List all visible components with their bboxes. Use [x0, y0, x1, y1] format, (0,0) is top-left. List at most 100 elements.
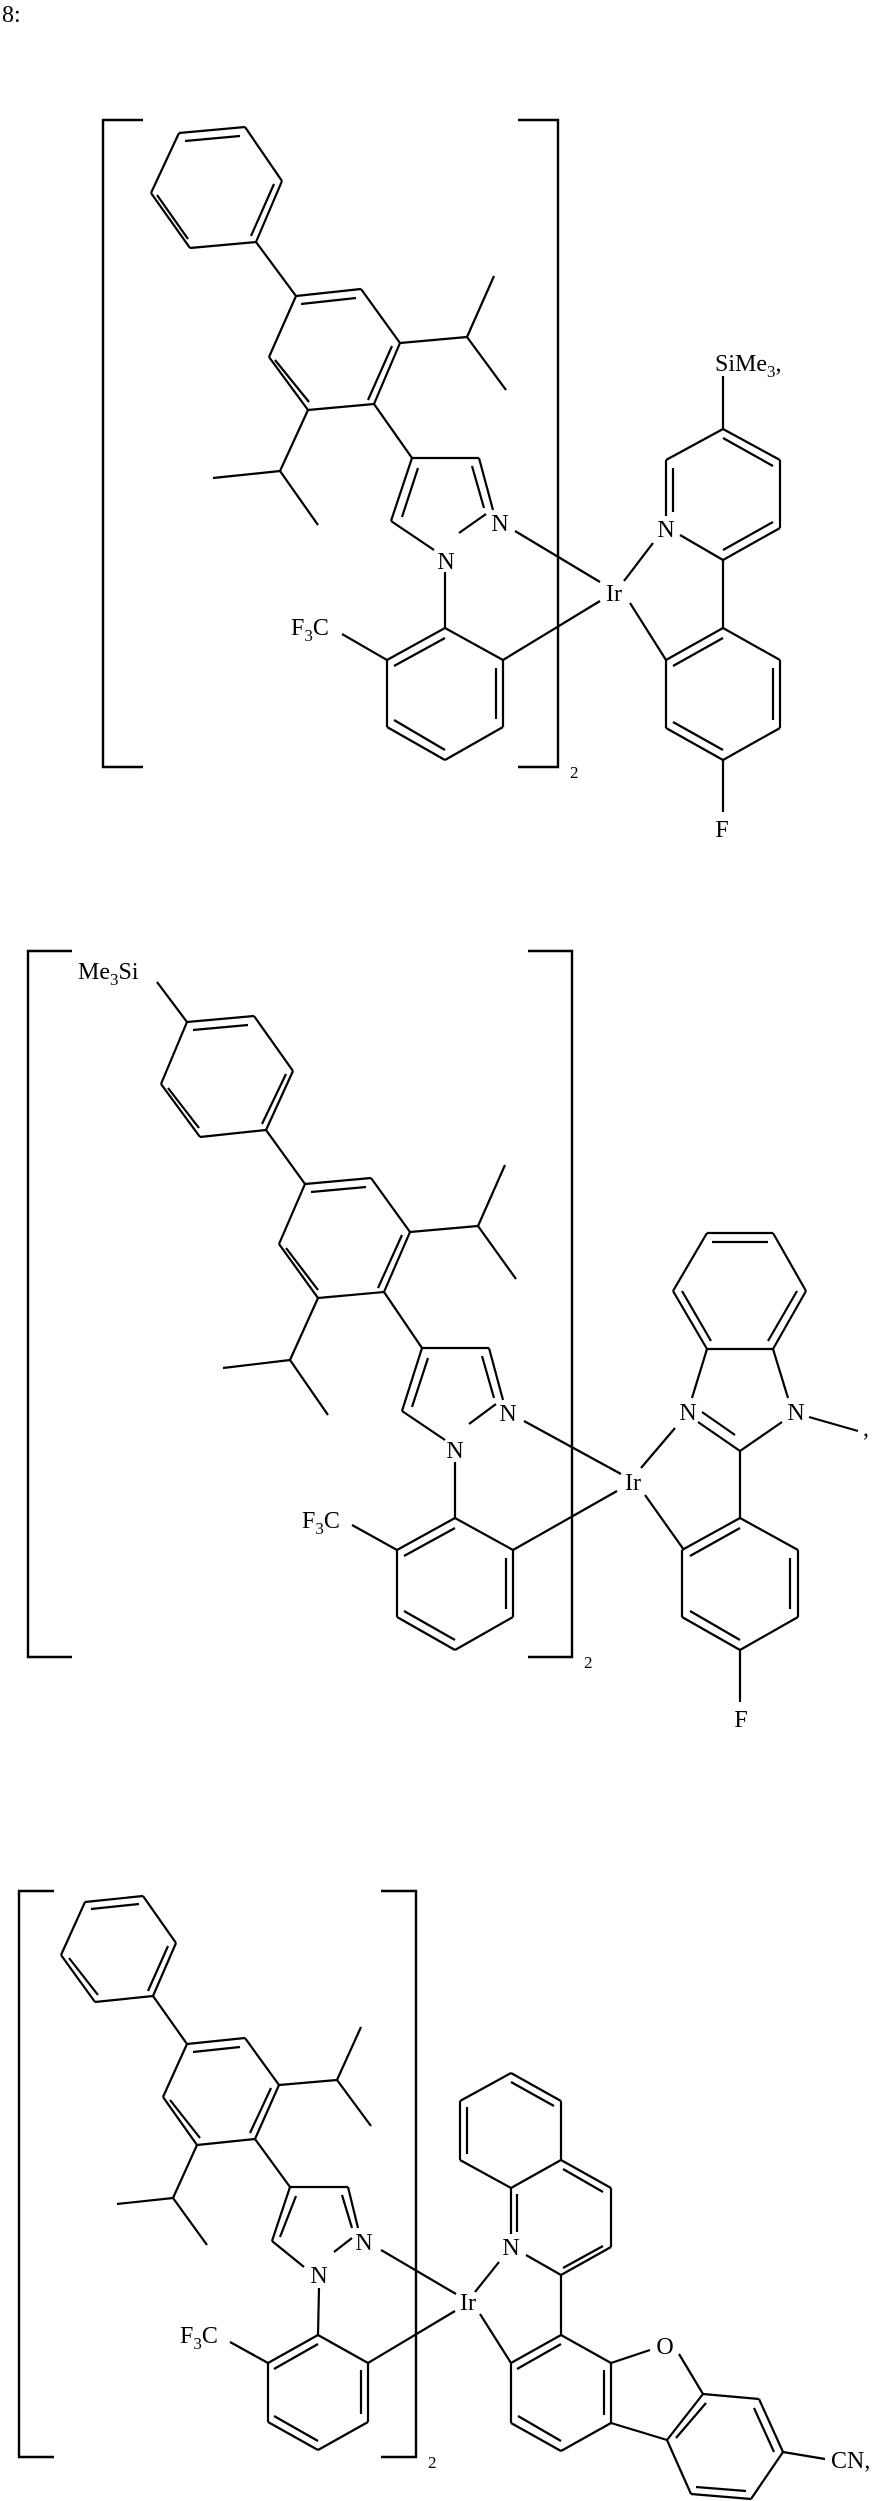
- bond: [396, 1616, 456, 1651]
- bond: [90, 1902, 140, 1911]
- bond: [772, 1232, 807, 1292]
- bond: [386, 726, 446, 761]
- bond: [523, 1420, 622, 1475]
- bond: [672, 1232, 708, 1292]
- atom-label: Ir: [460, 2290, 476, 2316]
- bond: [340, 2194, 354, 2229]
- bond: [629, 602, 667, 661]
- bond: [317, 1290, 385, 1300]
- bond: [367, 2310, 456, 2364]
- bond: [681, 1517, 741, 1551]
- bond: [474, 2261, 500, 2293]
- bond: [393, 719, 446, 751]
- bond: [510, 2081, 555, 2107]
- left-bracket: [17, 1889, 54, 2459]
- bond: [373, 403, 413, 459]
- bond: [514, 530, 601, 583]
- bond: [171, 2144, 199, 2199]
- bond: [366, 345, 394, 401]
- right-bracket: [381, 1889, 418, 2459]
- bond: [222, 1358, 291, 1370]
- bond: [264, 1070, 295, 1131]
- bond: [336, 2079, 372, 2127]
- bond: [767, 1290, 798, 1342]
- bond: [279, 470, 319, 526]
- atom-label: SiMe3,: [715, 351, 782, 381]
- bond: [560, 2246, 612, 2276]
- bond: [458, 513, 487, 534]
- bond: [150, 192, 191, 249]
- bond: [159, 1021, 189, 1085]
- bond: [189, 240, 257, 250]
- bond: [672, 637, 724, 667]
- bond: [470, 465, 486, 509]
- bond: [376, 1234, 404, 1289]
- bond: [160, 1083, 201, 1138]
- bond: [279, 409, 309, 472]
- bond: [510, 2159, 562, 2189]
- bond: [156, 194, 189, 240]
- atom-label: N: [491, 511, 508, 537]
- bond: [757, 2398, 785, 2453]
- figure-label: 8:: [2, 2, 21, 28]
- bond: [560, 2422, 612, 2452]
- bond: [244, 126, 283, 182]
- bond: [249, 183, 276, 237]
- bond: [690, 2492, 752, 2501]
- bond: [161, 2043, 189, 2098]
- bond: [702, 2392, 760, 2401]
- bond: [510, 2334, 562, 2364]
- bond: [186, 1014, 255, 1024]
- bond: [517, 2415, 562, 2442]
- bond: [68, 1957, 99, 1996]
- atom-label: F: [715, 817, 728, 843]
- bond: [380, 2249, 457, 2295]
- atom-label: N: [679, 1400, 696, 1426]
- atom-label: CN,: [831, 2448, 870, 2474]
- bond: [465, 275, 496, 338]
- bond: [310, 1185, 367, 1194]
- bond: [229, 2341, 269, 2364]
- bond: [59, 1901, 87, 1956]
- bond: [261, 1073, 287, 1125]
- atom-label: N: [310, 2263, 327, 2289]
- bond: [254, 180, 284, 243]
- bond: [640, 1427, 676, 1469]
- bond: [255, 241, 297, 297]
- bond: [253, 1015, 294, 1072]
- bond: [278, 2078, 338, 2087]
- bond: [403, 1527, 456, 1557]
- bond: [644, 1494, 685, 1551]
- bond: [277, 1183, 307, 1245]
- bond: [510, 2072, 562, 2102]
- bond: [808, 1415, 859, 1433]
- bond: [459, 2072, 512, 2102]
- bond: [722, 627, 781, 661]
- bond: [317, 2334, 369, 2364]
- bond: [278, 1243, 319, 1299]
- bond: [459, 2159, 512, 2189]
- bond: [273, 2343, 319, 2370]
- bond: [271, 2240, 305, 2268]
- bond: [146, 1945, 170, 1992]
- bond: [487, 1347, 505, 1401]
- atom-label: Me3Si: [78, 959, 139, 989]
- bracket-multiplier: 2: [584, 1653, 593, 1672]
- bond: [169, 2099, 201, 2139]
- atom-label: N: [502, 2235, 519, 2261]
- bond: [162, 2096, 198, 2146]
- bond: [151, 1942, 178, 1997]
- bond: [722, 727, 781, 761]
- bond: [752, 2407, 776, 2453]
- bond: [316, 2287, 321, 2336]
- bond: [167, 1087, 200, 1129]
- bond: [274, 359, 310, 403]
- bond: [722, 428, 781, 461]
- bond: [270, 2186, 292, 2242]
- bond: [372, 342, 402, 405]
- bond: [152, 1995, 188, 2045]
